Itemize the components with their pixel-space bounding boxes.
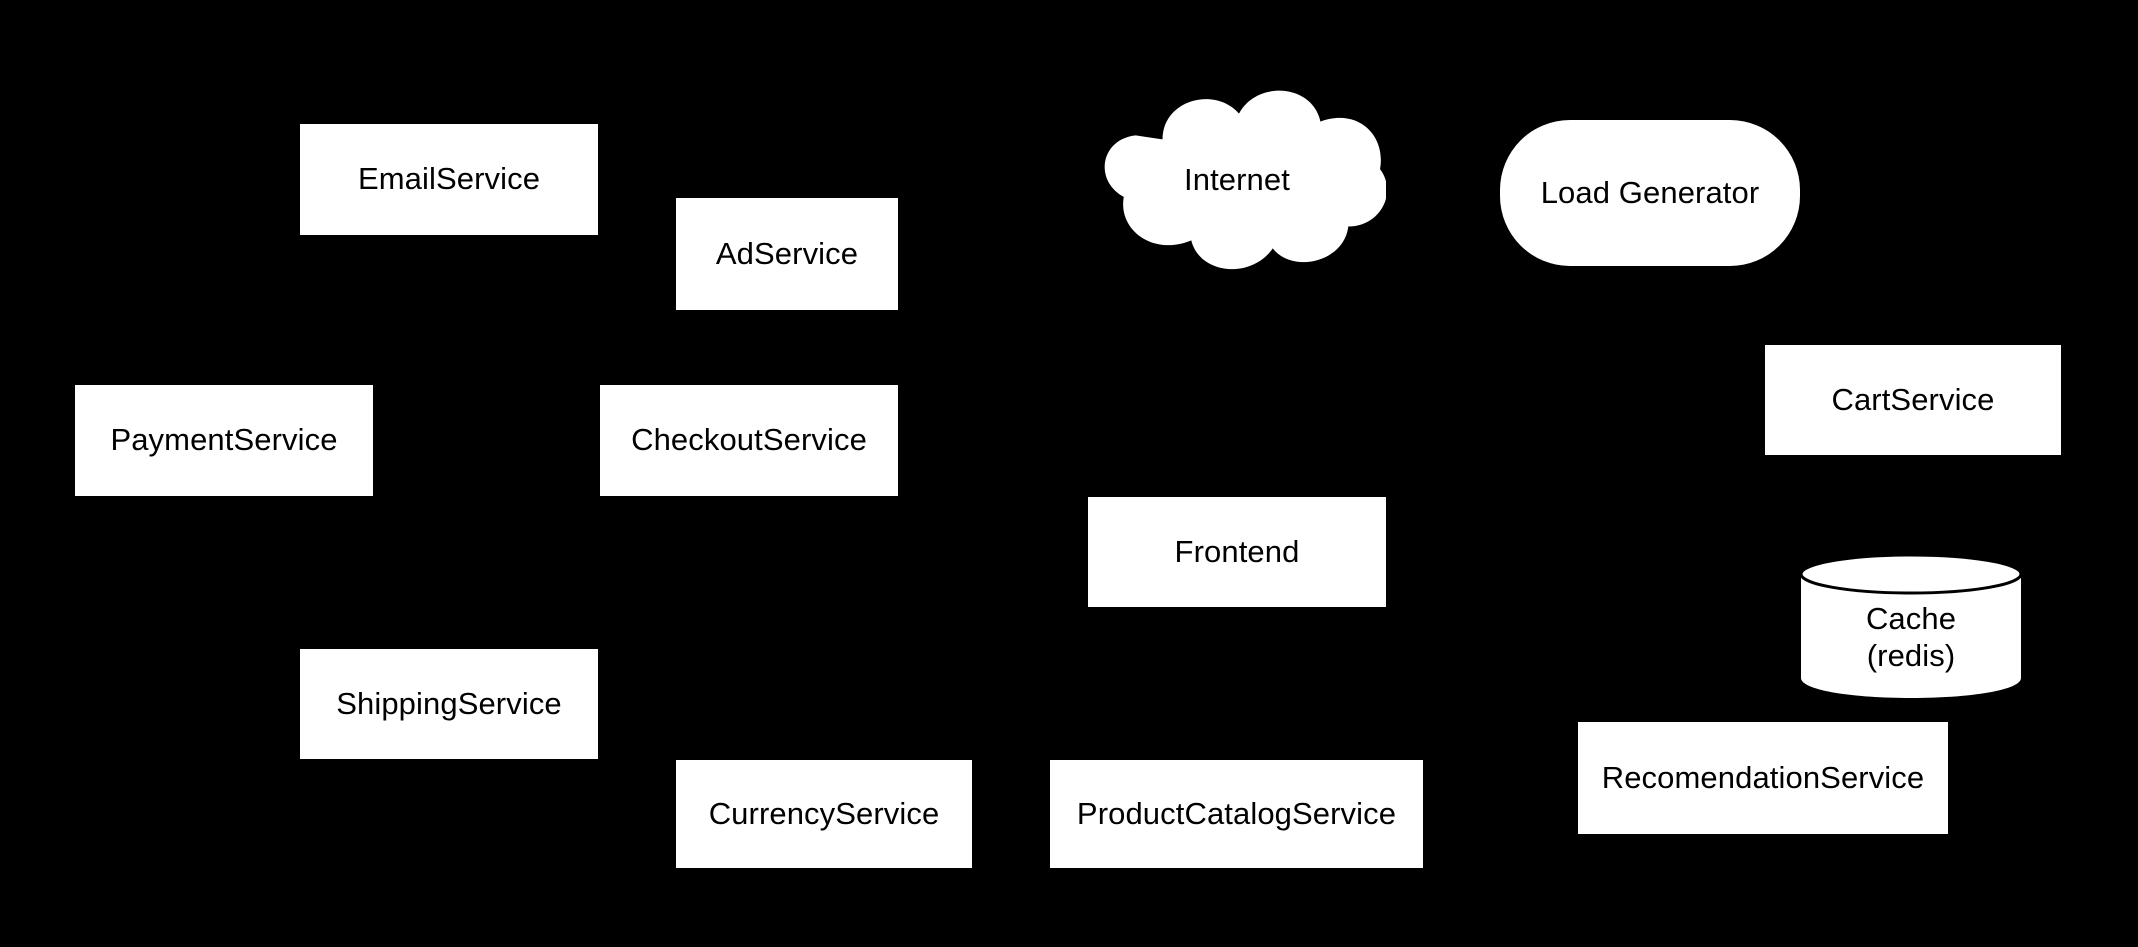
cloud-shape-icon	[1104, 90, 1386, 270]
node-cache-redis[interactable]: Cache (redis)	[1798, 552, 2024, 700]
node-ad-service[interactable]: AdService	[676, 198, 898, 310]
node-label-load-generator: Load Generator	[1540, 174, 1760, 210]
cylinder-shape-icon	[1799, 553, 2023, 698]
node-label-checkout-service: CheckoutService	[631, 422, 867, 458]
node-currency-service[interactable]: CurrencyService	[676, 760, 972, 868]
node-payment-service[interactable]: PaymentService	[75, 385, 373, 496]
node-recomendation-service[interactable]: RecomendationService	[1578, 722, 1948, 834]
node-cart-service[interactable]: CartService	[1765, 345, 2061, 455]
node-label-shipping-service: ShippingService	[336, 685, 562, 721]
node-internet[interactable]: Internet	[1088, 78, 1386, 280]
node-label-frontend: Frontend	[1174, 533, 1300, 569]
node-shipping-service[interactable]: ShippingService	[300, 649, 598, 759]
node-label-recomendation-service: RecomendationService	[1601, 759, 1925, 795]
node-load-generator[interactable]: Load Generator	[1500, 120, 1800, 266]
node-frontend[interactable]: Frontend	[1088, 497, 1386, 607]
node-label-ad-service: AdService	[715, 235, 859, 271]
node-checkout-service[interactable]: CheckoutService	[600, 385, 898, 496]
node-label-product-catalog-service: ProductCatalogService	[1076, 795, 1397, 831]
node-email-service[interactable]: EmailService	[300, 124, 598, 235]
node-product-catalog-service[interactable]: ProductCatalogService	[1050, 760, 1423, 868]
node-label-payment-service: PaymentService	[110, 422, 338, 458]
node-label-currency-service: CurrencyService	[708, 795, 940, 831]
node-label-cart-service: CartService	[1831, 381, 1995, 417]
node-label-email-service: EmailService	[357, 161, 541, 197]
